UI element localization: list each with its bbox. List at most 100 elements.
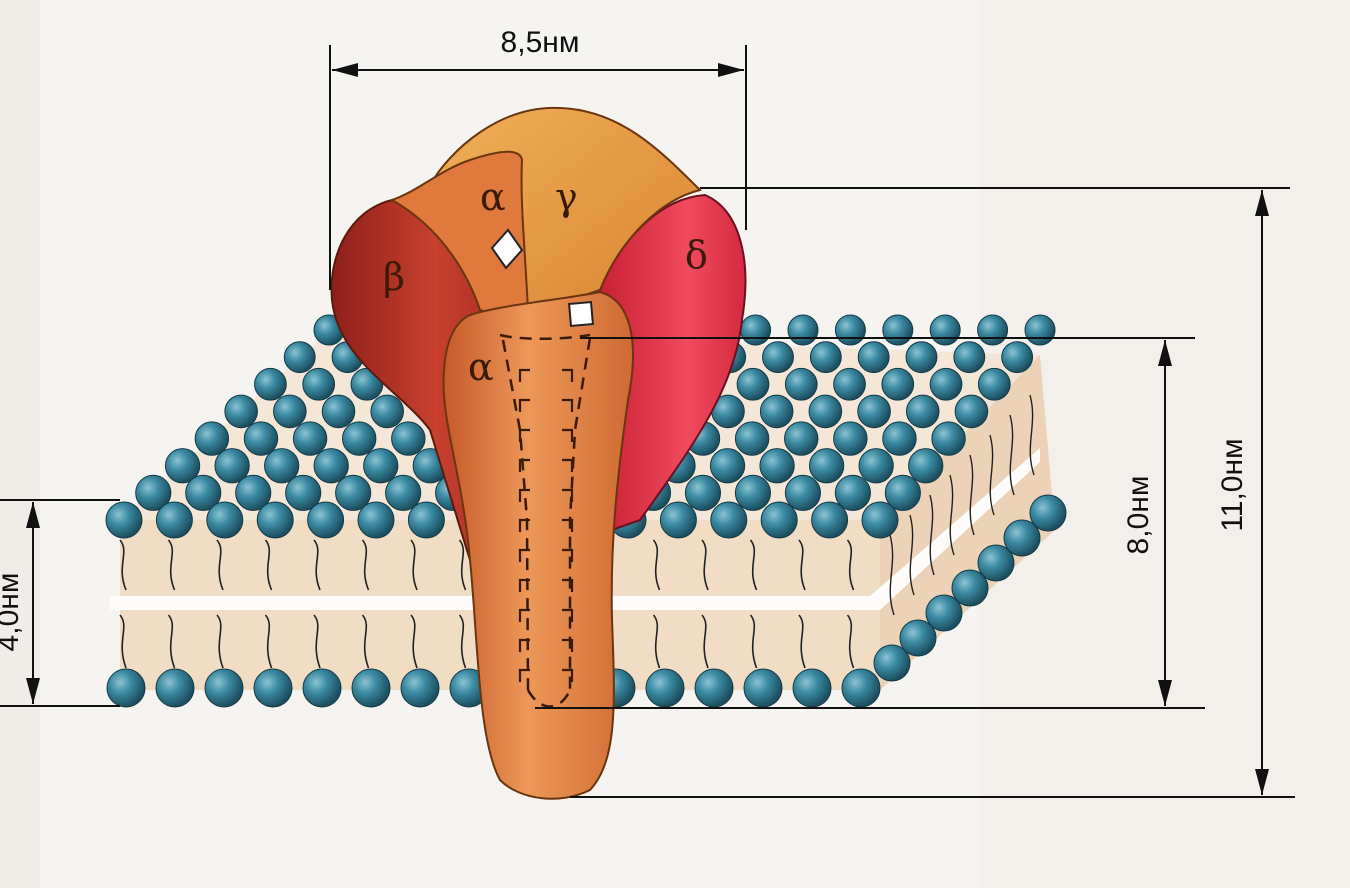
lipid-head — [882, 421, 917, 456]
channel-rung — [518, 638, 530, 652]
channel-rung — [562, 488, 574, 502]
label-delta: δ — [685, 233, 708, 277]
lipid-head — [977, 314, 1009, 346]
channel-rung — [518, 608, 530, 622]
lipid-tail — [969, 454, 975, 536]
lipid-tail — [410, 614, 418, 669]
channel-rung — [518, 548, 530, 562]
lipid-head — [760, 501, 798, 539]
total-height-arrow-top — [1255, 190, 1269, 216]
channel-rung — [518, 488, 530, 502]
lipid-head — [857, 394, 891, 429]
lipid-tail — [264, 614, 273, 669]
total-height-label: 11,0нм — [1216, 438, 1249, 531]
channel-rung — [562, 428, 574, 442]
lipid-tail — [652, 539, 661, 591]
lipid-head — [155, 501, 193, 539]
lipid-head — [857, 341, 890, 374]
width-arrow-right — [718, 63, 744, 77]
width-label: 8,5нм — [501, 26, 580, 59]
lipid-head — [1003, 519, 1041, 557]
lipid-head — [759, 448, 795, 484]
lipid-head — [155, 668, 195, 708]
lipid-head — [858, 448, 894, 484]
lipid-tail — [361, 614, 370, 669]
lipid-head — [264, 448, 300, 484]
lipid-head — [905, 341, 938, 374]
lipid-tail — [119, 614, 127, 669]
channel-rung — [562, 548, 574, 562]
channel-rung — [518, 578, 530, 592]
lipid-head — [273, 394, 307, 429]
lipid-tail — [749, 539, 758, 591]
lipid-head — [391, 421, 426, 456]
lipid-head — [370, 394, 404, 429]
lipid-head — [808, 394, 843, 429]
binding-site-1 — [490, 228, 524, 270]
lipid-head — [808, 448, 845, 484]
channel-rung — [562, 458, 574, 472]
lipid-head — [784, 367, 818, 401]
lipid-head — [740, 314, 772, 346]
lipid-tail — [749, 614, 758, 669]
lipid-head — [407, 501, 445, 539]
lipid-head — [351, 668, 391, 708]
lipid-head — [341, 421, 377, 456]
channel-rung — [518, 428, 530, 442]
lipid-tail — [167, 539, 176, 591]
lipid-head — [882, 314, 914, 346]
lipid-head — [884, 474, 921, 511]
lipid-tail — [846, 614, 855, 669]
lipid-head — [243, 421, 279, 456]
ion-channel-outline — [499, 333, 592, 708]
lipid-tail — [889, 534, 895, 616]
channel-rung — [562, 578, 574, 592]
lipid-tail — [458, 539, 467, 591]
bilayer-arrow-top — [26, 502, 40, 528]
lipid-head — [954, 394, 989, 429]
lipid-head — [645, 668, 685, 708]
lipid-tail — [929, 494, 935, 576]
lipid-head — [302, 367, 336, 401]
lipid-head — [164, 448, 201, 484]
lipid-head — [833, 421, 868, 456]
lipid-head — [743, 668, 783, 708]
lipid-head — [792, 668, 832, 708]
lipid-tail — [701, 614, 709, 669]
lipid-tail — [216, 614, 224, 669]
lipid-tail — [410, 539, 418, 591]
lipid-head — [709, 448, 746, 484]
acetylcholine-receptor: α γ β δ α — [330, 106, 747, 800]
channel-rungs — [518, 368, 574, 682]
lipid-head — [292, 421, 328, 456]
lipid-head — [254, 367, 287, 401]
lipid-head — [881, 367, 915, 401]
lipid-tail — [458, 614, 467, 669]
channel-rung — [518, 458, 530, 472]
dimension-annotations — [0, 45, 1295, 798]
lipid-head — [357, 501, 395, 539]
channel-rung — [518, 398, 530, 412]
lipid-head — [834, 474, 871, 511]
lipid-tail — [1029, 394, 1035, 476]
lipid-tail — [949, 474, 955, 556]
label-gamma: γ — [555, 175, 578, 219]
lipid-tail — [798, 614, 806, 669]
lipid-head — [833, 367, 866, 401]
lipid-head — [977, 367, 1011, 401]
lipid-tail — [909, 514, 915, 596]
lipid-tail — [216, 539, 224, 591]
lipid-head — [1001, 341, 1034, 374]
lipid-head — [659, 501, 697, 539]
lipid-head — [736, 367, 770, 401]
lipid-head — [256, 501, 294, 539]
binding-site-2 — [567, 300, 595, 328]
label-beta: β — [383, 255, 405, 299]
lipid-head — [759, 394, 794, 429]
lipid-head — [185, 474, 222, 511]
lipid-head — [841, 668, 881, 708]
lipid-head — [321, 394, 356, 429]
lipid-head — [809, 341, 842, 374]
lipid-head — [206, 501, 244, 539]
